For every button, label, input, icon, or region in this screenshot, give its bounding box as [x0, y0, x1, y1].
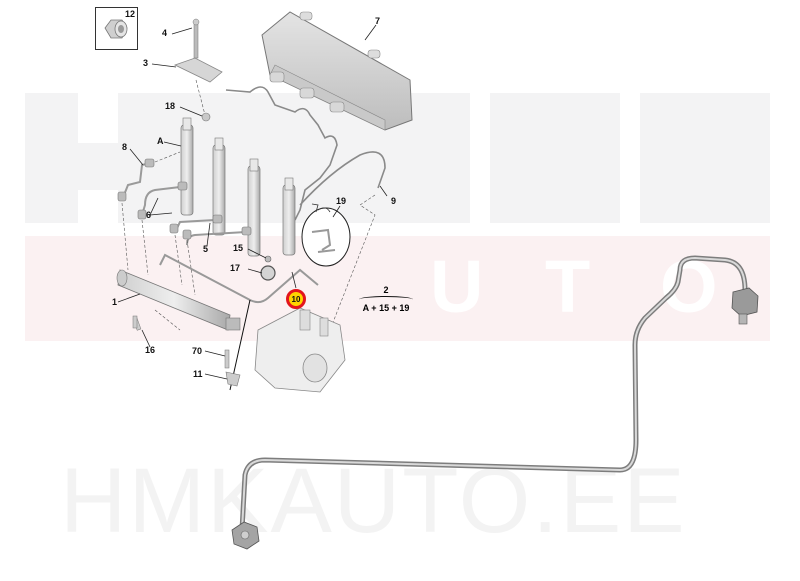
- screw-part-16: [132, 315, 138, 329]
- part-label-7: 7: [375, 16, 381, 26]
- kit-contents: A + 15 + 19: [362, 303, 410, 313]
- part-label-4: 4: [162, 28, 168, 38]
- seal-part-17: [260, 265, 276, 281]
- bracket-part-11: [225, 371, 241, 387]
- part-label-6: 6: [146, 210, 152, 220]
- part-label-A: A: [157, 136, 164, 146]
- watermark-letter-t: T: [545, 245, 591, 328]
- part-label-5: 5: [203, 244, 209, 254]
- engine-cover-part-7: [261, 11, 413, 131]
- part-label-12: 12: [124, 9, 135, 19]
- part-label-1: 1: [112, 297, 118, 307]
- part-label-9: 9: [391, 196, 397, 206]
- part-label-3: 3: [143, 58, 149, 68]
- part-label-10: 10: [291, 294, 301, 304]
- watermark-letter-cut: [620, 93, 640, 223]
- pipe-nuts: [117, 158, 252, 240]
- watermark-letter-o: O: [660, 245, 718, 328]
- watermark-letter-cut: [78, 93, 118, 143]
- part-label-17: 17: [230, 263, 241, 273]
- watermark-letter-cut: [78, 190, 118, 223]
- bracket-part-3: [173, 18, 223, 122]
- part-label-18: 18: [165, 101, 176, 111]
- part-label-11: 11: [193, 369, 203, 379]
- part-label-15: 15: [233, 243, 244, 253]
- leak-off-pipes: [225, 86, 386, 221]
- part-label-16: 16: [145, 345, 156, 355]
- detail-circle-part-19: [301, 203, 351, 267]
- kit-brace: [359, 296, 413, 303]
- flange-nut-icon: [104, 19, 128, 39]
- high-pressure-pump: [254, 307, 346, 393]
- pipe-nut-right: [731, 287, 759, 317]
- watermark-letter-u: U: [430, 245, 484, 328]
- watermark-letter-cut: [470, 93, 490, 223]
- part-label-70: 70: [192, 346, 203, 356]
- screw-part-70: [224, 349, 230, 369]
- product-photo-fuel-pipe: [231, 255, 759, 550]
- assembly-lines: [121, 151, 376, 331]
- inset-part-12: 12: [95, 7, 138, 50]
- kit-number: 2: [383, 285, 389, 295]
- washer-part-15: [264, 255, 272, 263]
- part-label-19: 19: [336, 196, 347, 206]
- leader-lines: [117, 27, 388, 380]
- kit-formula: 2 A + 15 + 19: [357, 285, 415, 313]
- highlighted-part-badge-10[interactable]: 10: [286, 289, 306, 309]
- part-label-8: 8: [122, 142, 128, 152]
